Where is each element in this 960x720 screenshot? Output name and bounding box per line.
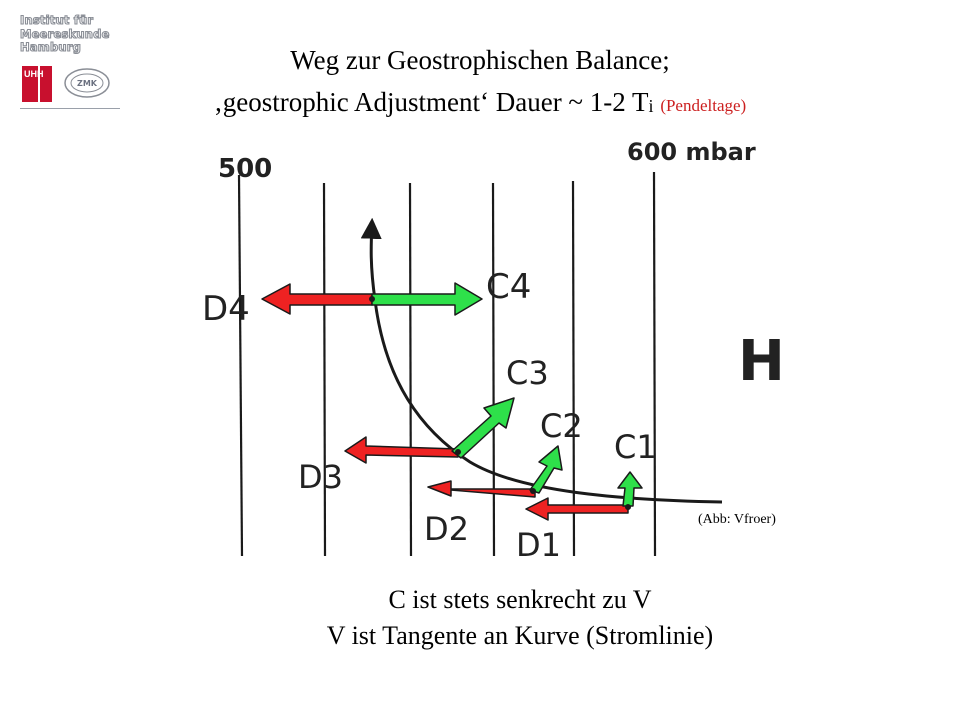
title-subscript: i [648,96,654,116]
force-origin-dot [455,449,461,455]
uhh-logo: UHH [22,66,52,102]
uhh-logo-bar [38,66,40,102]
isobar-line [408,182,413,557]
slide-title-line-2: ‚geostrophic Adjustment‘ Dauer ~ 1-2 Ti … [0,86,960,122]
coriolis-label-c4: C4 [486,267,531,307]
institute-line-3: Hamburg [19,40,82,54]
pressure-label-d3: D3 [298,458,343,496]
institute-logo-text: Institut für Meereskunde Hamburg [19,13,120,55]
coriolis-label-c2: C2 [540,407,583,445]
institute-line-1: Institut für [19,13,94,27]
caption-line-1: C ist stets senkrecht zu V [388,585,652,614]
pressure-force-arrow [427,480,536,498]
force-origin-dot [369,296,375,302]
isobar-line [652,171,657,557]
pressure-force-arrow [344,436,459,464]
pressure-label-d4: D4 [202,289,250,329]
streamline-curve [360,217,723,504]
coriolis-force-arrow [529,445,563,494]
coriolis-label-c3: C3 [506,354,549,392]
slide-title-line-1: Weg zur Geostrophischen Balance; [290,45,670,75]
isobar-label-600: 600 mbar [627,138,756,166]
isobar-line [322,182,327,557]
caption-line-2: V ist Tangente an Kurve (Stromlinie) [326,621,714,650]
zmk-logo: ZMK [64,68,110,98]
force-origin-dot [530,488,536,494]
coriolis-force-arrow [617,471,643,507]
coriolis-force-arrow [371,282,483,316]
institute-line-2: Meereskunde [19,26,110,41]
zmk-logo-text: ZMK [77,79,98,88]
figure-credit: (Abb: Vfroer) [698,512,776,527]
isobar-line [571,180,576,557]
pressure-force-arrow [525,497,629,521]
coriolis-force-arrow [451,397,515,459]
high-pressure-label: H [738,329,785,394]
uhh-logo-text: UHH [24,69,44,79]
title-main-text: ‚geostrophic Adjustment‘ Dauer ~ 1-2 T [213,87,649,117]
pressure-label-d2: D2 [424,510,469,548]
pressure-force-arrow [261,283,373,315]
title-note: (Pendeltage) [660,96,747,115]
isobar-line [237,174,244,557]
isobar-line [491,182,496,557]
pressure-label-d1: D1 [516,526,561,564]
logo-divider [20,108,120,109]
force-origin-dot [625,504,631,510]
coriolis-label-c1: C1 [614,428,657,466]
isobar-label-500: 500 [218,154,272,184]
